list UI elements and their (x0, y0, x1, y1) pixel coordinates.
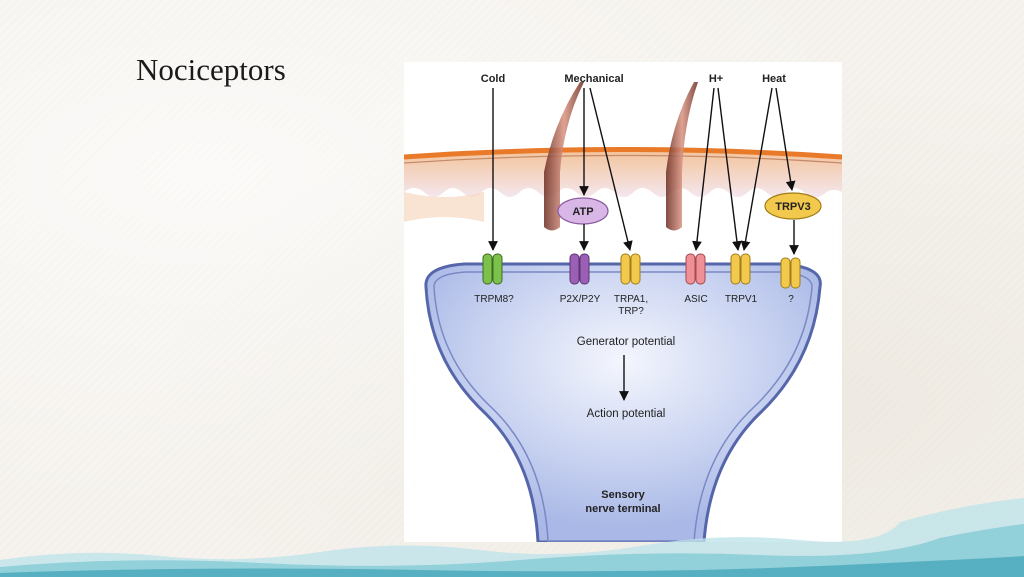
label-asic: ASIC (684, 294, 707, 305)
stimulus-mechanical: Mechanical (564, 73, 623, 85)
channel-asic (685, 253, 706, 285)
arrow-h-trpv1 (717, 87, 742, 251)
channel-p2x-p2y (569, 253, 590, 285)
generator-potential: Generator potential (577, 336, 675, 348)
channel-trpv1 (730, 253, 751, 285)
atp-label: ATP (572, 206, 593, 218)
trpv3-label: TRPV3 (775, 201, 810, 213)
nociceptor-diagram: ATP TRPV3 Cold Mechanical H+ Heat TRPM8?… (404, 62, 842, 542)
label-trpa1-line1: TRPA1, (614, 294, 648, 305)
label-trpv1: TRPV1 (725, 294, 758, 305)
arrow-heat-trpv1 (740, 87, 773, 251)
skin-layer (404, 147, 842, 222)
stimulus-arrows (488, 87, 799, 401)
hair-follicle-left (544, 82, 584, 231)
terminal-label-line2: nerve terminal (585, 503, 660, 515)
label-trpa1-line2: TRP? (618, 306, 644, 317)
stimulus-heat: Heat (762, 73, 786, 85)
channel-unknown (780, 257, 801, 289)
atp-bubble: ATP (557, 197, 609, 225)
label-unknown-channel: ? (788, 294, 794, 305)
arrow-h-asic (692, 87, 715, 251)
stimulus-cold: Cold (481, 73, 505, 85)
trpv3-bubble: TRPV3 (764, 192, 822, 220)
terminal-label-line1: Sensory (601, 489, 645, 501)
stimulus-h-plus: H+ (709, 73, 723, 85)
action-potential: Action potential (587, 408, 666, 420)
hair-follicle-right (666, 82, 698, 231)
channel-trpa1 (620, 253, 641, 285)
channel-trpm8 (482, 253, 503, 285)
arrow-heat-trpv3 (775, 87, 796, 191)
slide-title: Nociceptors (136, 52, 286, 87)
diagram-svg: ATP TRPV3 Cold Mechanical H+ Heat TRPM8?… (404, 73, 842, 542)
label-p2x-p2y: P2X/P2Y (560, 294, 601, 305)
arrow-mechanical-trpa1 (589, 87, 633, 251)
label-trpm8: TRPM8? (474, 294, 514, 305)
